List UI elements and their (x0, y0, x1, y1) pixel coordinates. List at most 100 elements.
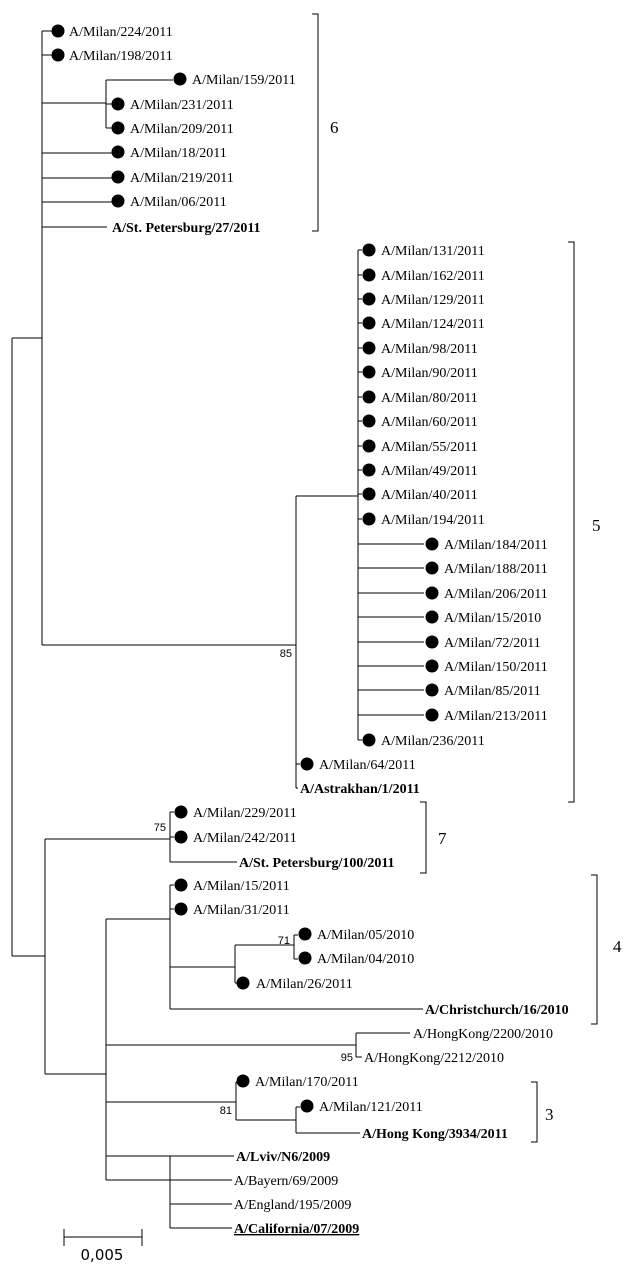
leaf-label-milan-05: A/Milan/05/2010 (317, 928, 414, 943)
leaf-label-milan-209: A/Milan/209/2011 (130, 122, 234, 137)
leaf-label-milan-184: A/Milan/184/2011 (444, 538, 548, 553)
clade-7-label: 7 (438, 829, 447, 848)
leaf-label-milan-213: A/Milan/213/2011 (444, 709, 548, 724)
tip-marker-milan-213 (425, 708, 439, 722)
leaf-label-milan-229: A/Milan/229/2011 (193, 806, 297, 821)
tip-marker-milan-55 (362, 439, 376, 453)
leaf-label-milan-15-2010: A/Milan/15/2010 (444, 611, 541, 626)
leaf-label-hongkong-2212: A/HongKong/2212/2010 (364, 1051, 504, 1066)
tip-marker-milan-129 (362, 292, 376, 306)
tip-marker-milan-150 (425, 659, 439, 673)
leaf-label-milan-72: A/Milan/72/2011 (444, 636, 541, 651)
leaf-label-milan-90: A/Milan/90/2011 (381, 366, 478, 381)
leaf-label-milan-18: A/Milan/18/2011 (130, 146, 227, 161)
leaf-label-milan-40: A/Milan/40/2011 (381, 488, 478, 503)
leaf-label-milan-231: A/Milan/231/2011 (130, 98, 234, 113)
tip-marker-milan-198 (51, 48, 65, 62)
leaf-label-milan-85: A/Milan/85/2011 (444, 684, 541, 699)
tip-marker-milan-85 (425, 683, 439, 697)
leaf-label-california-07: A/California/07/2009 (234, 1222, 359, 1237)
tip-marker-milan-131 (362, 243, 376, 257)
scale-bar-line (63, 1229, 143, 1246)
leaf-label-milan-64: A/Milan/64/2011 (319, 758, 416, 773)
leaf-label-milan-06: A/Milan/06/2011 (130, 195, 227, 210)
clade-3-bracket (531, 1081, 538, 1143)
leaf-label-lviv-n6: A/Lviv/N6/2009 (236, 1150, 330, 1165)
tip-marker-milan-72 (425, 635, 439, 649)
leaf-label-milan-26: A/Milan/26/2011 (256, 977, 353, 992)
clade-4-bracket (591, 874, 598, 1025)
leaf-label-milan-188: A/Milan/188/2011 (444, 562, 548, 577)
bootstrap-value-hongkong: 95 (341, 1052, 353, 1064)
tip-marker-milan-231 (111, 97, 125, 111)
leaf-label-milan-194: A/Milan/194/2011 (381, 513, 485, 528)
leaf-label-milan-170: A/Milan/170/2011 (255, 1075, 359, 1090)
leaf-label-milan-15-2011: A/Milan/15/2011 (193, 879, 290, 894)
bootstrap-value-clade7: 75 (154, 822, 166, 834)
tip-marker-milan-49 (362, 463, 376, 477)
leaf-label-milan-198: A/Milan/198/2011 (69, 49, 173, 64)
tip-marker-milan-229 (174, 805, 188, 819)
leaf-label-milan-219: A/Milan/219/2011 (130, 171, 234, 186)
leaf-label-milan-206: A/Milan/206/2011 (444, 587, 548, 602)
tip-marker-milan-64 (300, 757, 314, 771)
leaf-label-st-petersburg-100: A/St. Petersburg/100/2011 (239, 856, 395, 871)
tip-marker-milan-162 (362, 268, 376, 282)
leaf-label-milan-124: A/Milan/124/2011 (381, 317, 485, 332)
tip-marker-milan-184 (425, 537, 439, 551)
tree-branches (11, 30, 424, 1229)
tip-marker-milan-31 (174, 902, 188, 916)
leaf-label-st-petersburg-27: A/St. Petersburg/27/2011 (112, 221, 261, 236)
leaf-label-milan-150: A/Milan/150/2011 (444, 660, 548, 675)
leaf-label-milan-224: A/Milan/224/2011 (69, 25, 173, 40)
leaf-label-milan-131: A/Milan/131/2011 (381, 244, 485, 259)
bootstrap-value-clade5: 85 (280, 648, 292, 660)
tip-marker-milan-121 (300, 1099, 314, 1113)
leaf-label-astrakhan-1: A/Astrakhan/1/2011 (300, 782, 420, 797)
leaf-labels: A/Milan/224/2011 A/Milan/198/2011 A/Mila… (69, 25, 569, 1237)
tip-marker-milan-219 (111, 170, 125, 184)
leaf-label-milan-80: A/Milan/80/2011 (381, 391, 478, 406)
leaf-label-christchurch-16: A/Christchurch/16/2010 (425, 1003, 569, 1018)
tip-marker-milan-80 (362, 390, 376, 404)
leaf-label-milan-31: A/Milan/31/2011 (193, 903, 290, 918)
leaf-label-milan-49: A/Milan/49/2011 (381, 464, 478, 479)
tip-marker-milan-90 (362, 365, 376, 379)
leaf-label-milan-129: A/Milan/129/2011 (381, 293, 485, 308)
leaf-label-england-195: A/England/195/2009 (234, 1198, 351, 1213)
tip-marker-milan-40 (362, 487, 376, 501)
leaf-label-milan-04: A/Milan/04/2010 (317, 952, 414, 967)
scale-bar: 0,005 (63, 1229, 143, 1264)
clade-brackets: 6 5 7 4 3 (312, 13, 622, 1143)
clade-5-bracket (568, 241, 575, 803)
tip-marker-milan-209 (111, 121, 125, 135)
leaf-label-milan-159: A/Milan/159/2011 (192, 73, 296, 88)
leaf-label-milan-98: A/Milan/98/2011 (381, 342, 478, 357)
leaf-label-milan-242: A/Milan/242/2011 (193, 831, 297, 846)
scale-bar-label: 0,005 (81, 1246, 124, 1264)
bootstrap-value-clade3: 81 (220, 1105, 232, 1117)
tip-markers (51, 24, 439, 1113)
clade-4-label: 4 (613, 937, 622, 956)
tip-marker-milan-124 (362, 316, 376, 330)
leaf-label-bayern-69: A/Bayern/69/2009 (234, 1174, 338, 1189)
tip-marker-milan-224 (51, 24, 65, 38)
tip-marker-milan-236 (362, 733, 376, 747)
clade-6-bracket (312, 13, 319, 232)
tip-marker-milan-06 (111, 194, 125, 208)
tip-marker-milan-60 (362, 414, 376, 428)
leaf-label-milan-121: A/Milan/121/2011 (319, 1100, 423, 1115)
tip-marker-milan-188 (425, 561, 439, 575)
clade-6-label: 6 (330, 118, 339, 137)
leaf-label-milan-60: A/Milan/60/2011 (381, 415, 478, 430)
tip-marker-milan-194 (362, 512, 376, 526)
leaf-label-hongkong-2200: A/HongKong/2200/2010 (413, 1027, 553, 1042)
leaf-label-hongkong-3934: A/Hong Kong/3934/2011 (362, 1127, 508, 1142)
tip-marker-milan-15-2010 (425, 610, 439, 624)
leaf-label-milan-162: A/Milan/162/2011 (381, 269, 485, 284)
bootstrap-value-milan-05-04: 71 (278, 935, 290, 947)
leaf-label-milan-55: A/Milan/55/2011 (381, 440, 478, 455)
clade-5-label: 5 (592, 516, 601, 535)
leaf-label-milan-236: A/Milan/236/2011 (381, 734, 485, 749)
